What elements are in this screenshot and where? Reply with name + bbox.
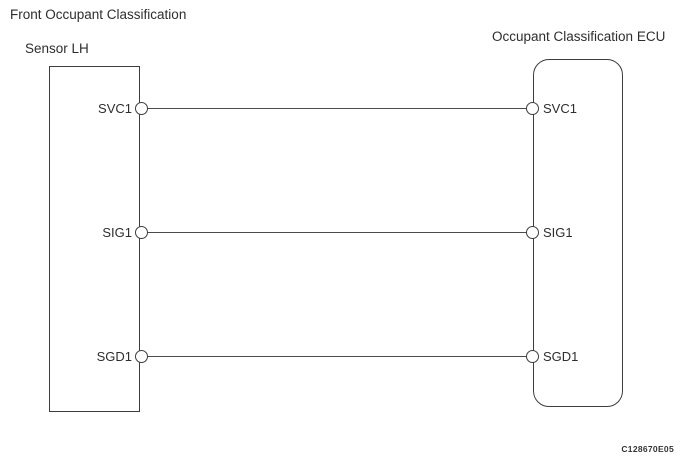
terminal-left-sgd1	[135, 350, 148, 363]
terminal-right-svc1	[526, 102, 539, 115]
left-component-title: Front Occupant Classification Sensor LH	[10, 6, 186, 74]
left-component-title-line1: Front Occupant Classification	[10, 7, 187, 22]
wire-sig1	[142, 232, 533, 233]
wire-sgd1	[142, 356, 533, 357]
pin-label-right-sgd1: SGD1	[543, 349, 579, 364]
terminal-left-sig1	[135, 226, 148, 239]
right-component-title: Occupant Classification ECU	[492, 29, 666, 44]
terminal-right-sig1	[526, 226, 539, 239]
pin-label-right-svc1: SVC1	[543, 101, 577, 116]
pin-label-left-sig1: SIG1	[102, 225, 132, 240]
figure-code: C128670E05	[621, 444, 674, 454]
wire-svc1	[142, 108, 533, 109]
pin-label-left-sgd1: SGD1	[96, 349, 132, 364]
left-component-box	[49, 66, 140, 412]
ecu-component-box	[533, 59, 623, 407]
left-component-title-line2: Sensor LH	[25, 41, 89, 56]
pin-label-right-sig1: SIG1	[543, 225, 573, 240]
terminal-left-svc1	[135, 102, 148, 115]
pin-label-left-svc1: SVC1	[98, 101, 132, 116]
terminal-right-sgd1	[526, 350, 539, 363]
